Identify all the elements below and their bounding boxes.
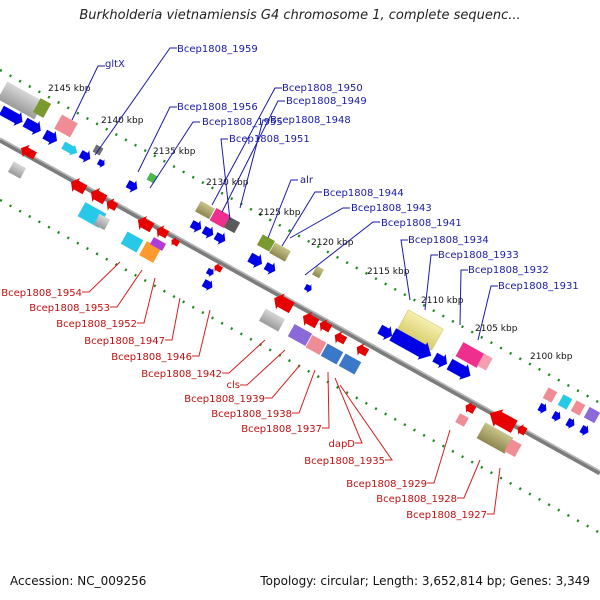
gene-label: Bcep1808_1942 bbox=[141, 369, 222, 380]
gene-label: Bcep1808_1934 bbox=[408, 235, 489, 246]
gene-label: Bcep1808_1938 bbox=[211, 409, 292, 420]
gene-label: Bcep1808_1935 bbox=[304, 456, 385, 467]
kbp-label: 2140 kbp bbox=[101, 116, 144, 126]
gene-label: Bcep1808_1952 bbox=[56, 319, 137, 330]
kbp-label: 2130 kbp bbox=[206, 178, 249, 188]
gene-label-cls: cls bbox=[227, 380, 241, 391]
gene-label: Bcep1808_1954 bbox=[1, 288, 82, 299]
gene-label: Bcep1808_1933 bbox=[438, 250, 519, 261]
gene-label: Bcep1808_1947 bbox=[84, 336, 165, 347]
kbp-tick-labels: 2145 kbp 2140 kbp 2135 kbp 2130 kbp 2125… bbox=[48, 84, 573, 362]
gene-label-gltX: gltX bbox=[105, 59, 125, 70]
feature-bands bbox=[0, 81, 600, 458]
forward-cds-arrows bbox=[0, 105, 589, 436]
gene-label-alr: alr bbox=[300, 175, 314, 186]
gene-label: Bcep1808_1928 bbox=[376, 494, 457, 505]
gene-label: Bcep1808_1959 bbox=[177, 44, 258, 55]
bottom-gene-labels: Bcep1808_1954 Bcep1808_1953 Bcep1808_195… bbox=[1, 288, 487, 521]
gene-label: Bcep1808_1943 bbox=[351, 203, 432, 214]
kbp-label: 2135 kbp bbox=[153, 147, 196, 157]
bottom-label-leaders bbox=[82, 261, 501, 515]
kbp-label: 2145 kbp bbox=[48, 84, 91, 94]
gene-label: Bcep1808_1956 bbox=[177, 102, 258, 113]
gene-label: Bcep1808_1931 bbox=[498, 281, 579, 292]
gene-label: Bcep1808_1941 bbox=[381, 218, 462, 229]
map-title: Burkholderia vietnamiensis G4 chromosome… bbox=[79, 8, 521, 23]
kbp-label: 2115 kbp bbox=[367, 267, 410, 277]
cyan-cds-cluster bbox=[61, 141, 78, 156]
kbp-label: 2105 kbp bbox=[475, 324, 518, 334]
top-label-leaders bbox=[71, 47, 498, 341]
gene-label: Bcep1808_1932 bbox=[468, 265, 549, 276]
gene-label: Bcep1808_1944 bbox=[323, 188, 404, 199]
gene-label: Bcep1808_1953 bbox=[29, 303, 110, 314]
gene-label: Bcep1808_1949 bbox=[286, 96, 367, 107]
gene-label: Bcep1808_1951 bbox=[229, 134, 310, 145]
reverse-cds-arrows bbox=[21, 144, 528, 436]
gene-label: Bcep1808_1937 bbox=[241, 424, 322, 435]
kbp-label: 2120 kbp bbox=[311, 238, 354, 248]
gene-label: Bcep1808_1927 bbox=[406, 510, 487, 521]
gene-label: Bcep1808_1946 bbox=[111, 352, 192, 363]
gene-label: Bcep1808_1929 bbox=[346, 479, 427, 490]
gene-label: Bcep1808_1955 bbox=[202, 117, 283, 128]
gene-label: Bcep1808_1948 bbox=[270, 115, 351, 126]
gene-label: Bcep1808_1939 bbox=[184, 394, 265, 405]
accession-text: Accession: NC_009256 bbox=[10, 574, 147, 588]
topology-text: Topology: circular; Length: 3,652,814 bp… bbox=[260, 574, 590, 588]
kbp-label: 2110 kbp bbox=[421, 296, 464, 306]
top-gene-labels: gltX Bcep1808_1959 Bcep1808_1956 Bcep180… bbox=[105, 44, 579, 292]
kbp-label: 2100 kbp bbox=[530, 352, 573, 362]
kbp-label: 2125 kbp bbox=[258, 208, 301, 218]
gene-label: Bcep1808_1950 bbox=[282, 83, 363, 94]
gene-label-dapD: dapD bbox=[328, 439, 355, 450]
